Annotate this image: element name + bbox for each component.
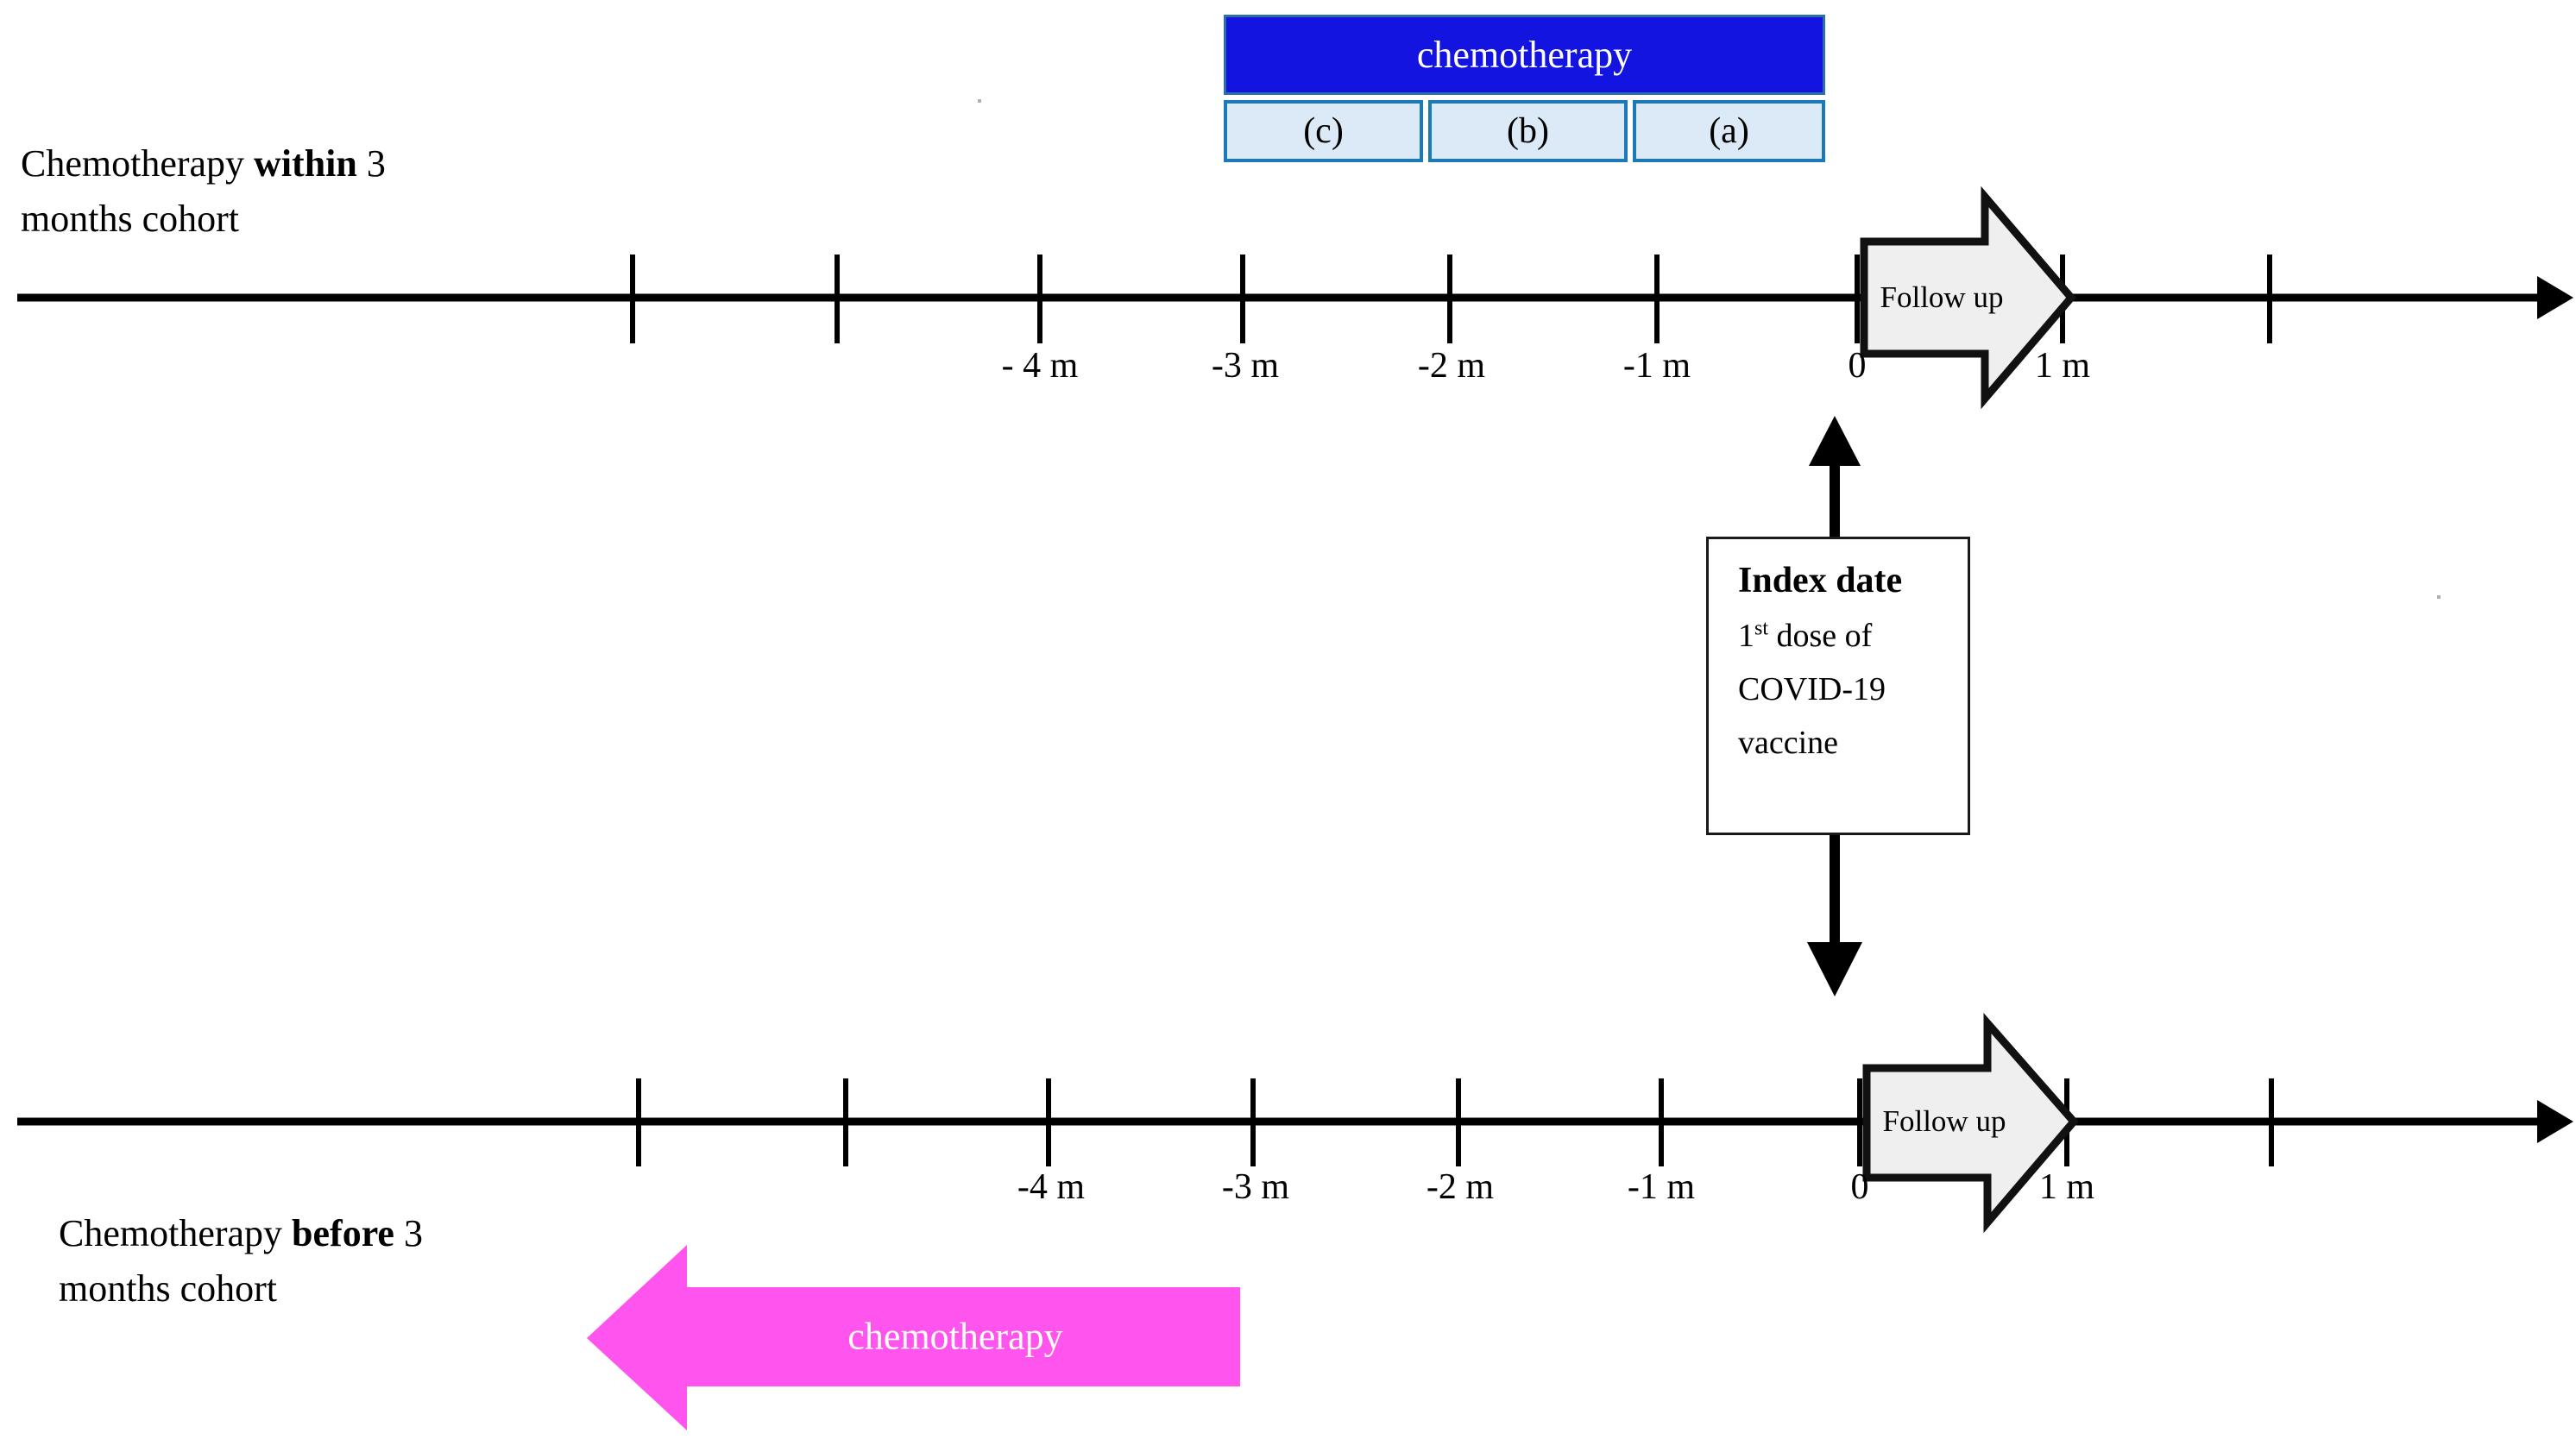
cohort-label-bottom-suffix: 3 months cohort <box>59 1212 423 1310</box>
index-down-arrow-head <box>1807 942 1862 996</box>
timeline-bottom-axis-arrowhead <box>2537 1100 2573 1143</box>
chemotherapy-window-c-label: (c) <box>1303 111 1344 151</box>
tick-label-top-minus3m: -3 m <box>1211 346 1280 386</box>
tick-label-bottom-minus1m: -1 m <box>1627 1167 1696 1207</box>
index-date-line-1: 1st dose of <box>1738 617 1968 655</box>
chemotherapy-window-a: (a) <box>1633 100 1825 162</box>
index-date-title: Index date <box>1738 561 1903 600</box>
chemotherapy-band-label: chemotherapy <box>1416 34 1633 76</box>
chemotherapy-sub-row: (c) (b) (a) <box>1224 100 1825 162</box>
follow-up-label-bottom: Follow up <box>1882 1104 2006 1138</box>
timeline-top-axis-arrowhead <box>2537 276 2573 319</box>
index-date-box: Index date 1st dose of COVID-19 vaccine <box>1706 537 1970 835</box>
cohort-label-bottom-bold: before <box>292 1212 394 1254</box>
index-date-line-2: COVID-19 <box>1738 671 1886 707</box>
tick-label-top-minus4m: - 4 m <box>1001 346 1079 386</box>
tick-label-bottom-minus3m: -3 m <box>1221 1167 1290 1207</box>
tick-label-bottom-zero: 0 <box>1850 1167 1869 1207</box>
follow-up-label-top: Follow up <box>1880 280 2004 314</box>
chemotherapy-block: chemotherapy (c) (b) (a) <box>1224 15 1825 162</box>
cohort-label-bottom-prefix: Chemotherapy <box>59 1212 293 1254</box>
chemotherapy-window-b-label: (b) <box>1507 111 1549 151</box>
index-date-line-1-sup: st <box>1754 617 1769 640</box>
index-up-arrow-head <box>1809 416 1861 466</box>
cohort-label-top-suffix: 3 months cohort <box>21 142 386 240</box>
cohort-label-bottom: Chemotherapy before 3 months cohort <box>59 1206 594 1317</box>
chemotherapy-band: chemotherapy <box>1224 15 1825 95</box>
tick-label-bottom-minus2m: -2 m <box>1426 1167 1495 1207</box>
cohort-label-top-bold: within <box>254 142 357 185</box>
index-date-line-1-suffix: dose of <box>1768 618 1873 654</box>
tick-label-top-minus1m: -1 m <box>1622 346 1691 386</box>
index-date-line-1-prefix: 1 <box>1738 618 1754 654</box>
tick-label-top-zero: 0 <box>1848 346 1867 386</box>
tick-label-bottom-minus4m: -4 m <box>1017 1167 1086 1207</box>
index-date-line-3: vaccine <box>1738 725 1839 761</box>
cohort-label-top: Chemotherapy within 3 months cohort <box>21 136 556 247</box>
tick-label-bottom-plus1m: 1 m <box>2038 1167 2095 1207</box>
scan-speck <box>2437 595 2441 599</box>
chemotherapy-window-a-label: (a) <box>1709 111 1749 151</box>
scan-speck <box>978 99 981 103</box>
chemotherapy-window-c: (c) <box>1224 100 1423 162</box>
tick-label-top-plus1m: 1 m <box>2034 346 2091 386</box>
pink-chemotherapy-arrow-label: chemotherapy <box>847 1315 1063 1358</box>
tick-label-top-minus2m: -2 m <box>1417 346 1486 386</box>
chemotherapy-window-b: (b) <box>1428 100 1628 162</box>
cohort-label-top-prefix: Chemotherapy <box>21 142 255 185</box>
